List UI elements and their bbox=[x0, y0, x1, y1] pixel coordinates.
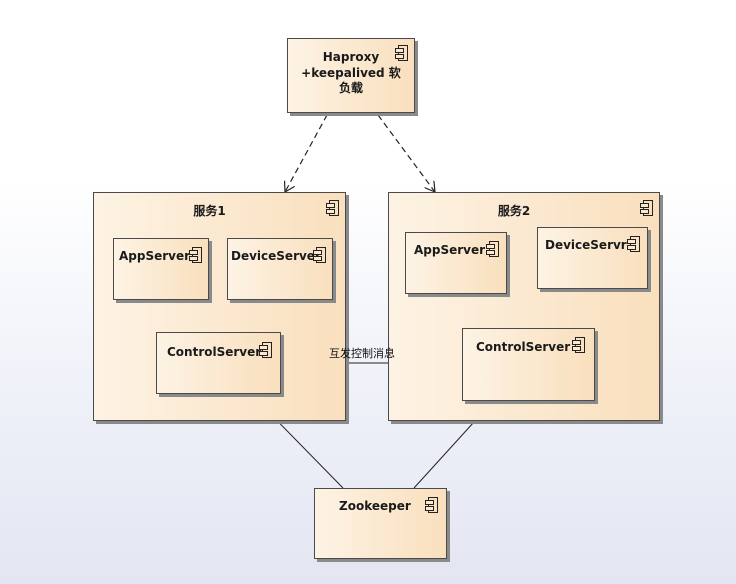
component-icon bbox=[189, 247, 202, 263]
dependency-arrow-haproxy-service1[interactable] bbox=[285, 114, 328, 192]
service2-appserver[interactable]: AppServer bbox=[405, 232, 507, 294]
component-icon bbox=[395, 45, 408, 61]
service1-deviceserver-title: DeviceServer bbox=[231, 249, 321, 263]
service1-controlserver-title: ControlServer bbox=[167, 345, 262, 359]
dependency-arrow-haproxy-service2[interactable] bbox=[377, 114, 435, 192]
service2-deviceservr[interactable]: DeviceServr bbox=[537, 227, 648, 289]
component-icon bbox=[313, 247, 326, 263]
component-icon bbox=[486, 241, 499, 257]
service2-controlserver[interactable]: ControlServer bbox=[462, 328, 595, 401]
service2-controlserver-title: ControlServer bbox=[476, 340, 571, 354]
service1-deviceserver[interactable]: DeviceServer bbox=[227, 238, 333, 300]
component-icon bbox=[259, 342, 272, 358]
haproxy-title-line2: +keepalived 软 bbox=[301, 66, 401, 80]
service2-appserver-title: AppServer bbox=[414, 243, 486, 257]
haproxy-component[interactable]: Haproxy +keepalived 软 负载 bbox=[287, 38, 415, 113]
haproxy-title-line1: Haproxy bbox=[322, 50, 380, 64]
component-icon bbox=[572, 337, 585, 353]
component-icon bbox=[640, 200, 653, 216]
haproxy-title-line3: 负载 bbox=[338, 81, 363, 95]
service2-title: 服务2 bbox=[497, 204, 531, 218]
zookeeper-component[interactable]: Zookeeper bbox=[314, 488, 447, 559]
service1-controlserver[interactable]: ControlServer bbox=[156, 332, 281, 394]
service2-deviceservr-title: DeviceServr bbox=[545, 238, 627, 252]
service1-title: 服务1 bbox=[193, 204, 226, 218]
zookeeper-title: Zookeeper bbox=[339, 499, 411, 513]
control-link-label: 互发控制消息 bbox=[329, 347, 395, 360]
service1-appserver[interactable]: AppServer bbox=[113, 238, 209, 300]
component-icon bbox=[627, 236, 640, 252]
service1-appserver-title: AppServer bbox=[119, 249, 191, 263]
component-icon bbox=[326, 200, 339, 216]
component-icon bbox=[425, 497, 438, 513]
